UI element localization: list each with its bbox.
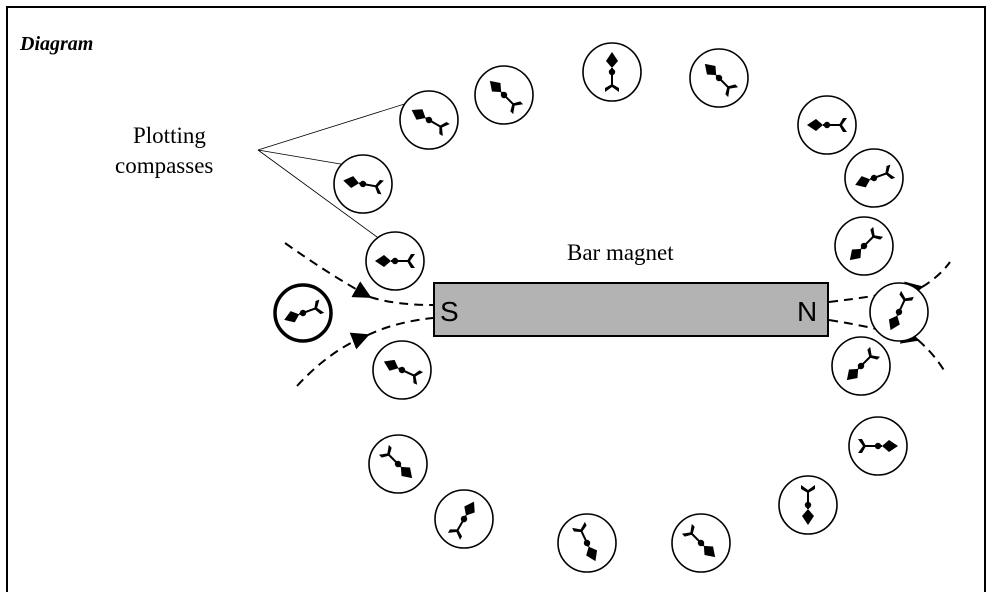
plotting-compass <box>834 216 894 276</box>
plotting-compass <box>582 42 642 102</box>
compass-needle <box>855 164 896 188</box>
figure-border <box>6 6 986 592</box>
compasses-label-line1: Plotting <box>133 123 206 148</box>
plotting-compass <box>399 90 459 150</box>
field-line-right-upper-end <box>921 261 951 288</box>
south-pole-label: S <box>440 296 459 327</box>
plotting-compass <box>671 513 731 573</box>
compass-needle <box>489 80 524 115</box>
field-line-left-lower-end <box>367 317 434 336</box>
compass-needle <box>807 118 847 132</box>
compass-needle <box>572 521 598 562</box>
plotting-compass <box>365 231 425 291</box>
plotting-compass <box>368 434 428 494</box>
compass-needle <box>284 299 325 323</box>
compass-needle <box>888 290 914 331</box>
bar-magnet: S N <box>433 282 829 337</box>
north-pole-label: N <box>797 296 817 327</box>
compass-needle <box>846 346 881 381</box>
field-line-right-lower-end <box>917 339 946 373</box>
compass-needle <box>343 176 384 195</box>
plotting-compass <box>434 489 494 549</box>
plotting-compass <box>869 282 929 342</box>
compass-needle <box>411 109 450 137</box>
field-line-left-lower <box>296 332 370 387</box>
plotting-compass <box>848 416 908 476</box>
field-line-left-upper-end <box>369 296 434 306</box>
plotting-compass <box>333 154 393 214</box>
compass-needle <box>681 523 716 558</box>
field-line-left-upper <box>284 242 372 298</box>
diagram-heading: Diagram <box>19 33 93 55</box>
plotting-compass <box>273 283 333 343</box>
plotting-compass <box>689 48 749 108</box>
magnet-label: Bar magnet <box>567 240 674 265</box>
magnet-body <box>433 282 829 337</box>
plotting-compass <box>797 95 857 155</box>
compass-needle <box>704 63 739 98</box>
plotting-compass <box>778 475 838 535</box>
compass-needle <box>801 485 815 525</box>
compass-needle <box>378 444 413 479</box>
compass-needle <box>849 226 884 261</box>
compass-needle <box>383 359 424 385</box>
compass-needle <box>605 52 619 92</box>
compass-needle <box>447 501 475 540</box>
plotting-compass <box>831 336 891 396</box>
compass-needle <box>375 254 415 268</box>
compasses-label-line2: compasses <box>115 153 213 178</box>
plotting-compass <box>474 65 534 125</box>
plotting-compass <box>844 148 904 208</box>
plotting-compass <box>557 513 617 573</box>
plotting-compass <box>372 340 432 400</box>
compass-needle <box>858 439 898 453</box>
compass-group <box>273 42 929 573</box>
